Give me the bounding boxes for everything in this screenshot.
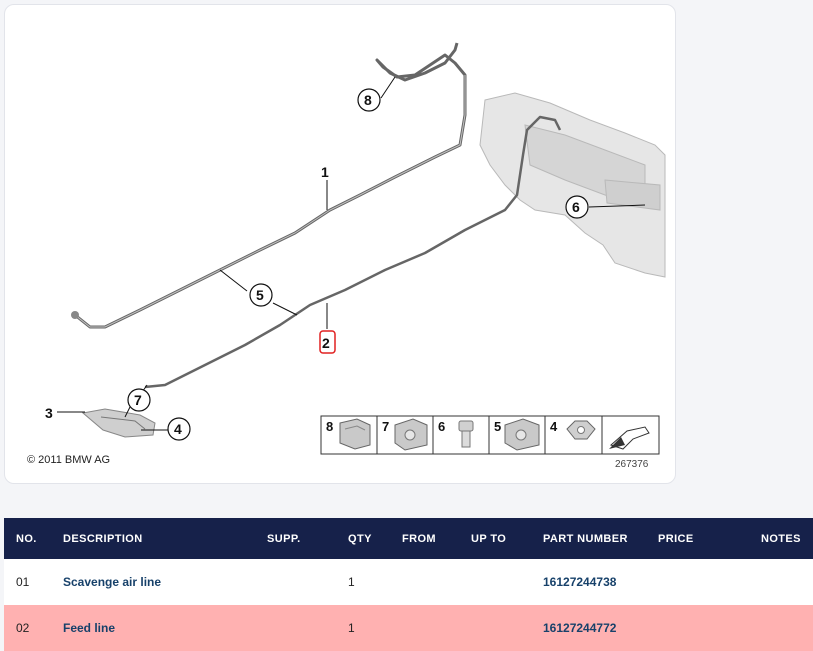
fuel-tank-drawing [479, 92, 666, 278]
header-supp[interactable]: SUPP. [267, 532, 301, 545]
row-supp [267, 559, 348, 605]
pipe-1-drawing [74, 42, 467, 329]
clip-3-drawing [81, 408, 156, 438]
header-from[interactable]: FROM [402, 532, 436, 545]
row-supp [267, 605, 348, 651]
legend-item-8[interactable]: 8 [326, 418, 371, 450]
row-price [658, 605, 761, 651]
row-price [658, 559, 761, 605]
callout-4[interactable]: 4 [167, 417, 191, 441]
row-up-to [471, 605, 543, 651]
svg-text:6: 6 [438, 419, 445, 434]
header-description[interactable]: DESCRIPTION [63, 532, 143, 545]
legend-item-4[interactable]: 4 [550, 419, 596, 440]
legend-item-7[interactable]: 7 [382, 418, 428, 451]
callout-1[interactable]: 1 [321, 164, 329, 180]
legend-item-5[interactable]: 5 [494, 418, 540, 451]
svg-text:7: 7 [134, 392, 142, 408]
table-row-selected[interactable]: 02 Feed line 1 16127244772 [4, 605, 813, 651]
row-no: 01 [16, 575, 30, 589]
small-parts-legend: 8 7 6 5 4 [320, 415, 660, 455]
header-price[interactable]: PRICE [658, 532, 694, 545]
header-part-number[interactable]: PART NUMBER [543, 532, 628, 545]
parts-diagram: 1 2 3 4 5 6 7 8 [4, 4, 676, 484]
row-up-to [471, 559, 543, 605]
row-no: 02 [16, 621, 30, 635]
svg-text:8: 8 [364, 92, 372, 108]
row-notes [761, 605, 813, 651]
description-link[interactable]: Feed line [63, 621, 116, 635]
diagram-illustration: 1 2 3 4 5 6 7 8 [45, 42, 666, 455]
svg-text:4: 4 [174, 421, 182, 437]
table-row[interactable]: 01 Scavenge air line 1 16127244738 [4, 559, 813, 605]
callout-3[interactable]: 3 [45, 405, 53, 421]
svg-text:3: 3 [45, 405, 53, 421]
row-from [402, 605, 471, 651]
description-link[interactable]: Scavenge air line [63, 575, 162, 589]
legend-item-6[interactable]: 6 [438, 419, 474, 448]
svg-text:8: 8 [326, 419, 333, 434]
header-no[interactable]: NO. [16, 532, 37, 545]
callout-8[interactable]: 8 [357, 88, 381, 112]
row-qty: 1 [348, 621, 355, 635]
svg-text:5: 5 [494, 419, 501, 434]
svg-text:6: 6 [572, 199, 580, 215]
table-header-row: NO. DESCRIPTION SUPP. QTY FROM UP TO PAR… [4, 518, 813, 559]
svg-text:4: 4 [550, 419, 558, 434]
svg-text:1: 1 [321, 164, 329, 180]
legend-arrow-icon [609, 426, 650, 450]
parts-table: NO. DESCRIPTION SUPP. QTY FROM UP TO PAR… [4, 518, 813, 651]
svg-text:2: 2 [322, 335, 330, 351]
row-from [402, 559, 471, 605]
callout-7[interactable]: 7 [127, 388, 151, 412]
header-qty[interactable]: QTY [348, 532, 372, 545]
highlight-box [319, 330, 336, 354]
part-number-link[interactable]: 16127244738 [543, 575, 617, 589]
pipe-2-drawing [144, 115, 562, 389]
svg-text:7: 7 [382, 419, 389, 434]
diagram-id: 267376 [615, 459, 649, 470]
row-qty: 1 [348, 575, 355, 589]
part-number-link[interactable]: 16127244772 [543, 621, 617, 635]
header-up-to[interactable]: UP TO [471, 532, 507, 545]
callout-2[interactable]: 2 [319, 330, 336, 354]
callout-6[interactable]: 6 [565, 195, 589, 219]
row-notes [761, 559, 813, 605]
header-notes[interactable]: NOTES [761, 532, 801, 545]
copyright-text: © 2011 BMW AG [27, 454, 111, 466]
svg-text:5: 5 [256, 287, 264, 303]
callout-5[interactable]: 5 [249, 283, 273, 307]
